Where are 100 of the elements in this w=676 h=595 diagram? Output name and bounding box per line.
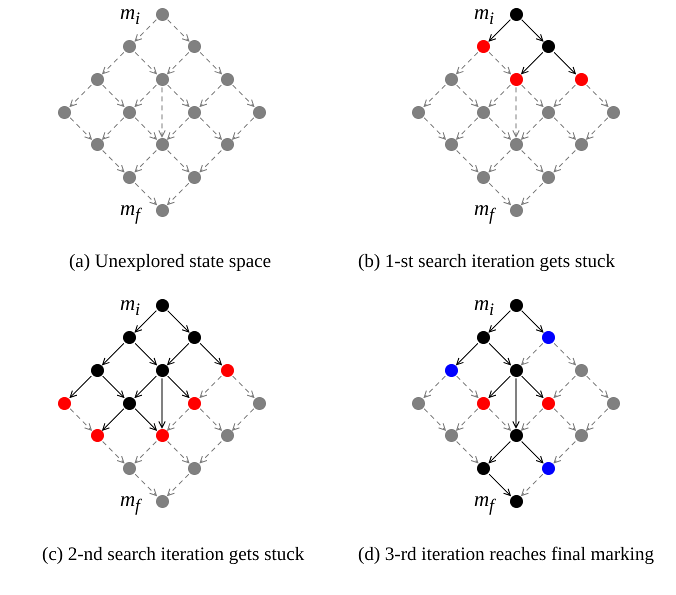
state-circle: [123, 40, 136, 54]
arrow: [70, 84, 92, 107]
state-circle: [542, 462, 555, 475]
arrow: [521, 440, 544, 464]
arrow: [167, 408, 190, 431]
state-circle: [607, 106, 620, 119]
state-circle: [156, 429, 168, 442]
marking-label: m$_{i}$: [120, 292, 140, 320]
arrow: [488, 310, 511, 333]
arrow: [102, 84, 124, 107]
arrow: [102, 117, 124, 140]
arrow: [134, 150, 157, 172]
arrow: [134, 19, 157, 42]
arrow: [554, 84, 576, 107]
state-circle: [188, 106, 201, 119]
state-circle: [542, 106, 555, 119]
arrow: [521, 52, 544, 74]
marking-label: m$_{i}$: [120, 1, 140, 30]
state-circle: [156, 8, 168, 20]
arrow: [134, 474, 157, 496]
arrow: [521, 376, 544, 398]
state-circle: [510, 298, 522, 312]
state-circle: [542, 40, 555, 54]
arrow: [167, 150, 190, 172]
arrow: [586, 376, 608, 398]
state-circle: [123, 171, 136, 184]
state-circle: [542, 396, 555, 410]
arrow: [456, 150, 478, 172]
arrow: [521, 117, 544, 140]
arrow: [456, 376, 478, 398]
caption: (c) 2-nd search iteration gets stuck: [42, 543, 306, 566]
arrow: [102, 408, 124, 431]
state-circle: [477, 396, 490, 410]
arrow: [167, 310, 190, 333]
arrow: [456, 408, 478, 431]
arrow: [134, 52, 157, 74]
state-circle: [477, 171, 490, 184]
state-circle: [253, 396, 266, 410]
arrow: [424, 84, 446, 107]
state-circle: [574, 138, 588, 152]
state-circle: [444, 72, 458, 86]
state-circle: [444, 364, 458, 377]
arrow: [488, 376, 511, 398]
arrow: [554, 408, 576, 431]
marking-label: m$_{i}$: [474, 1, 494, 30]
arrow: [200, 84, 222, 107]
state-circle: [510, 8, 522, 20]
state-circle: [574, 72, 588, 86]
arrow: [200, 342, 222, 366]
arrow: [232, 117, 254, 140]
state-circle: [444, 429, 458, 442]
arrow: [488, 440, 511, 464]
state-circle: [477, 331, 490, 344]
marking-label: m$_{f}$: [474, 488, 494, 516]
arrow: [167, 440, 190, 464]
arrow: [488, 84, 511, 107]
arrow: [554, 117, 576, 140]
arrow: [488, 52, 511, 74]
state-circle: [188, 40, 201, 54]
state-circle: [574, 429, 588, 442]
state-circle: [510, 494, 522, 508]
arrow: [200, 117, 222, 140]
arrow: [167, 52, 190, 74]
caption: (b) 1-st search iteration gets stuck: [358, 250, 616, 273]
state-circle: [220, 138, 234, 152]
state-circle: [90, 72, 104, 86]
arrow: [232, 376, 254, 398]
arrow: [456, 117, 478, 140]
arrow: [200, 408, 222, 431]
state-circle: [188, 171, 201, 184]
state-circle: [412, 106, 425, 119]
arrow: [586, 408, 608, 431]
arrow: [488, 474, 511, 496]
arrow: [521, 342, 544, 366]
arrow: [200, 150, 222, 172]
state-circle: [156, 298, 168, 312]
state-circle: [188, 396, 201, 410]
arrow: [512, 86, 520, 138]
state-circle: [156, 494, 168, 508]
arrow: [521, 150, 544, 172]
state-circle: [253, 106, 266, 119]
state-circle: [156, 204, 168, 217]
state-circle: [510, 429, 522, 442]
state-circle: [477, 462, 490, 475]
state-circle: [156, 364, 168, 377]
arrow: [102, 150, 124, 172]
arrow: [424, 117, 446, 140]
marking-label: m$_{f}$: [474, 197, 494, 226]
arrow: [134, 342, 157, 366]
arrow: [521, 474, 544, 496]
arrow: [134, 84, 157, 107]
state-circle: [220, 429, 234, 442]
state-circle: [444, 138, 458, 152]
state-circle: [510, 364, 522, 377]
arrow: [167, 342, 190, 366]
arrow: [102, 52, 124, 74]
state-circle: [90, 429, 104, 442]
arrow: [134, 182, 157, 206]
marking-label: m$_{i}$: [474, 292, 494, 320]
arrow: [586, 117, 608, 140]
